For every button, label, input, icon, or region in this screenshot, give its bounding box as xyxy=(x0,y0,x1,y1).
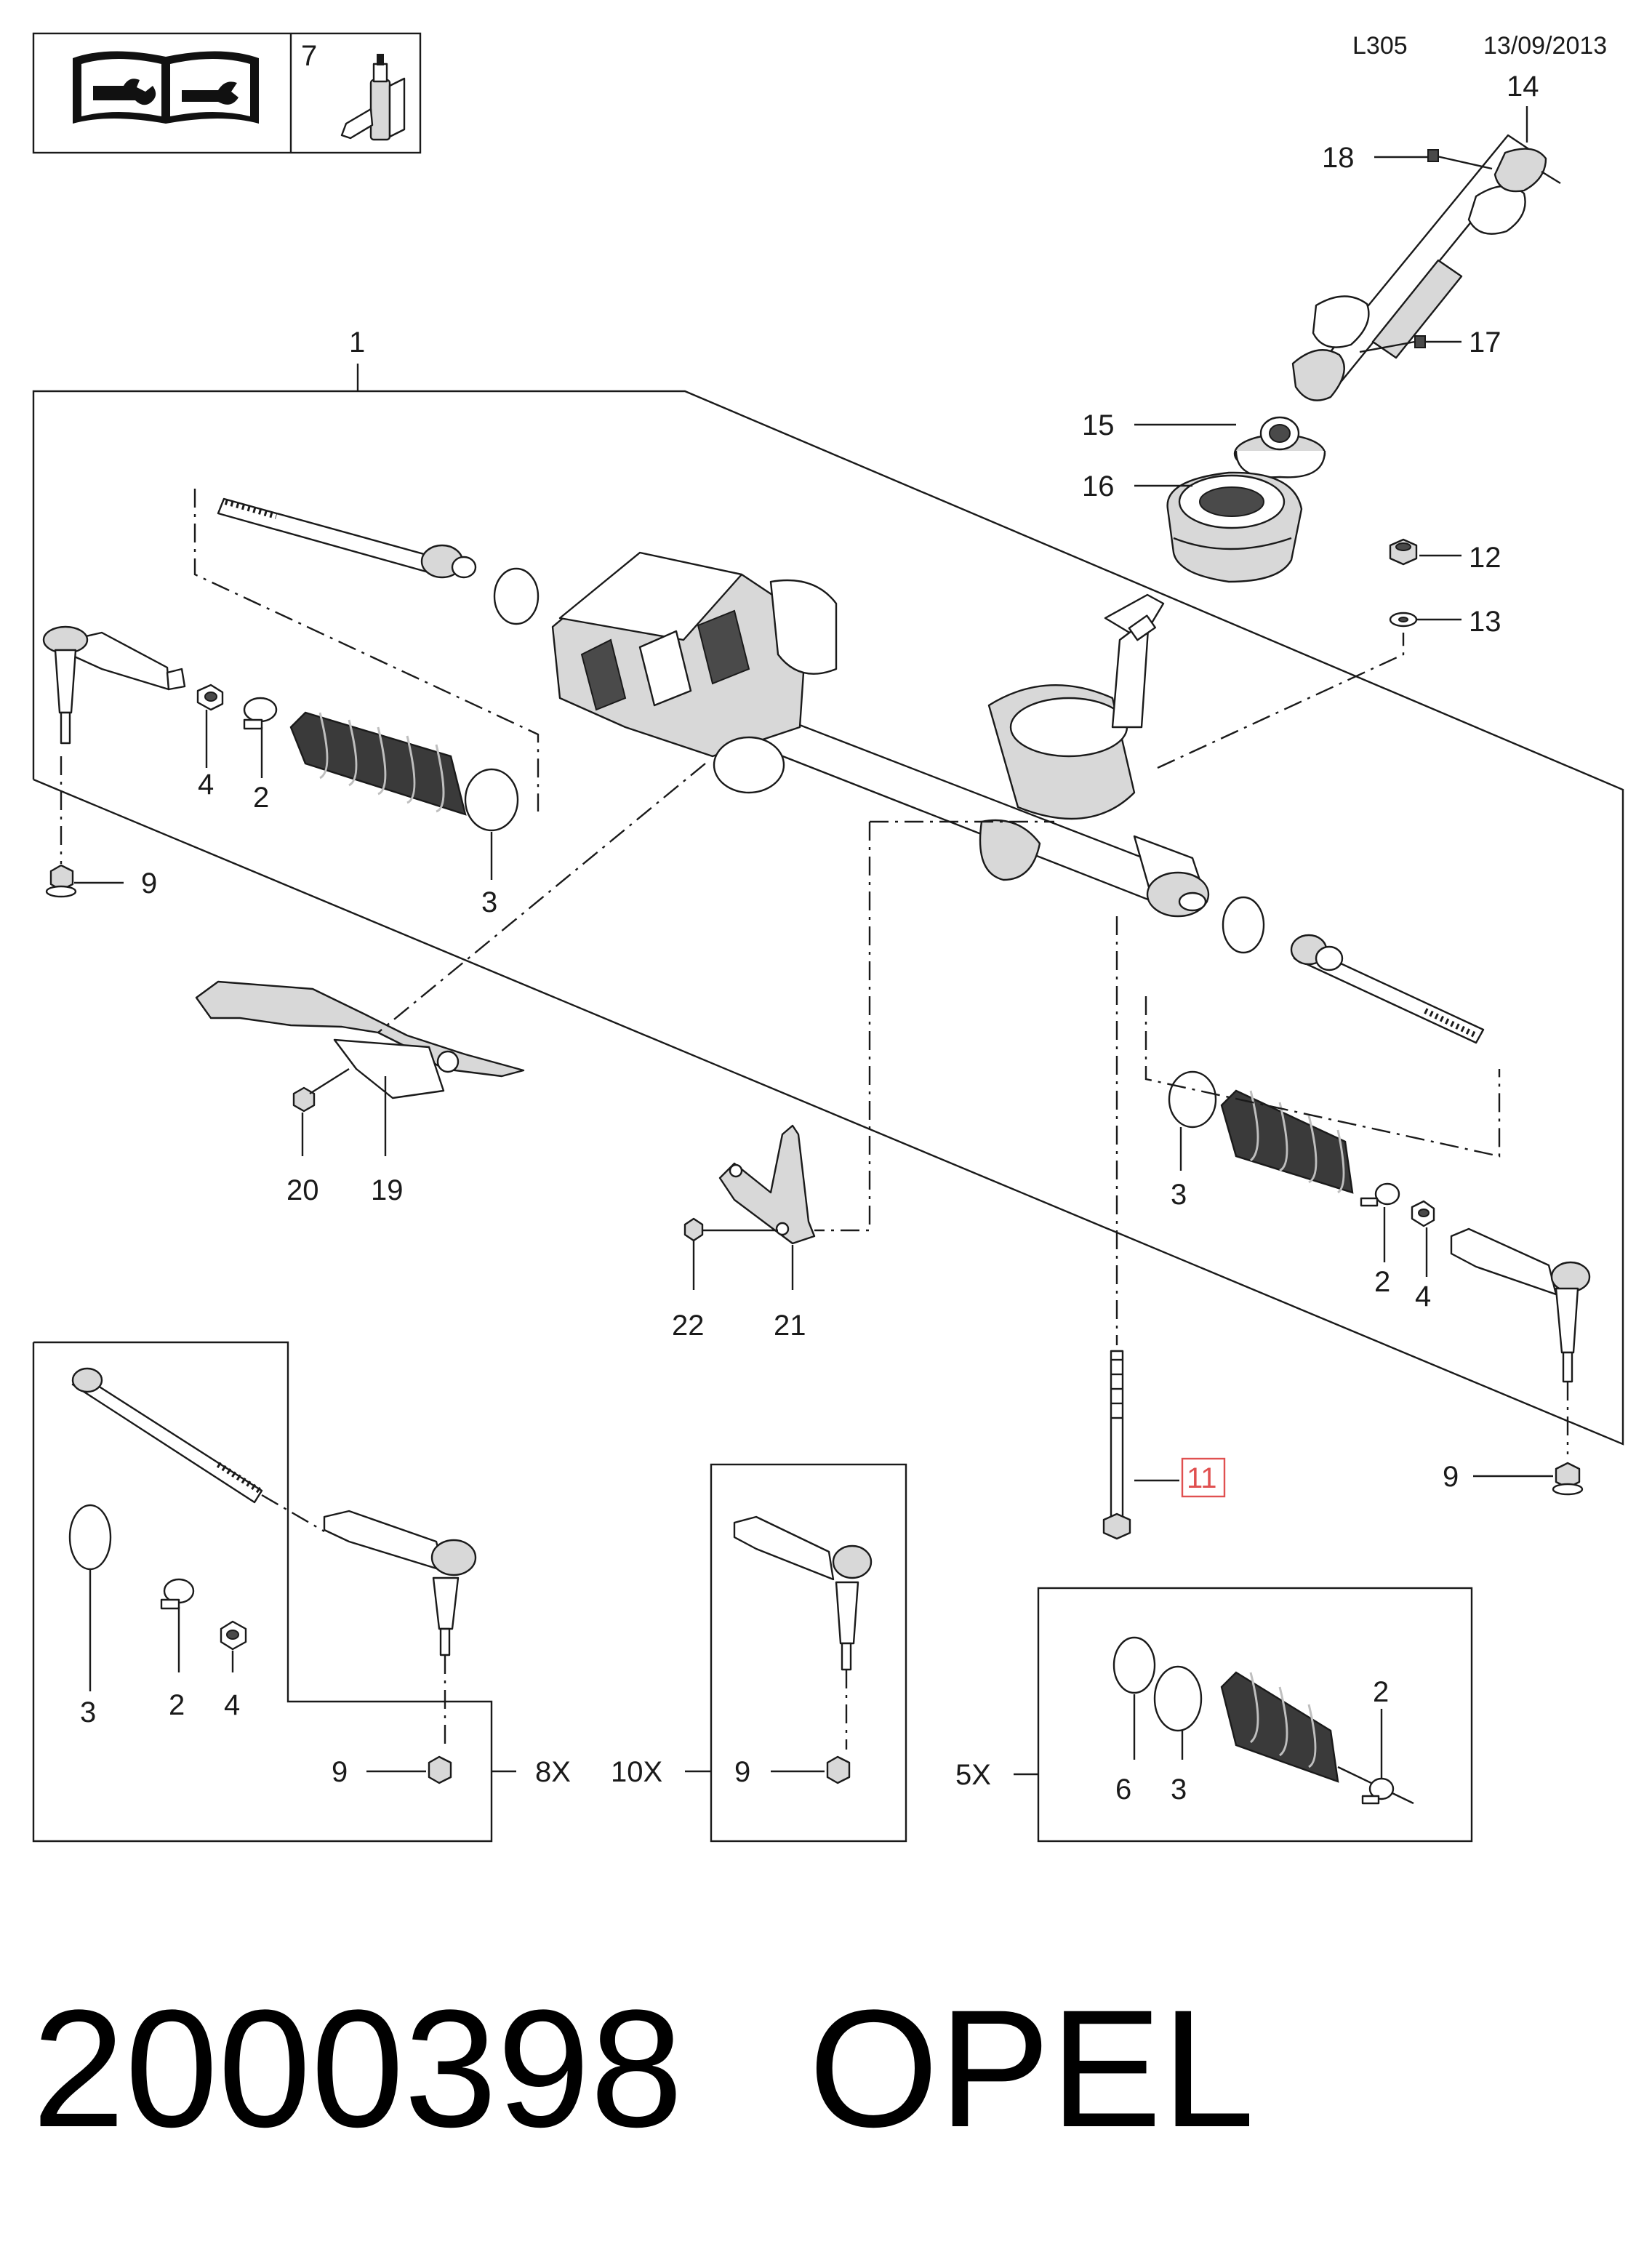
callout-3-kit5: 3 xyxy=(1171,1774,1187,1806)
right-inner-tie-rod xyxy=(1290,934,1485,1044)
heat-shield-19 xyxy=(195,980,525,1099)
bolt-22 xyxy=(683,1217,778,1242)
right-outer-tie-rod-end xyxy=(1450,1227,1591,1383)
callout-1: 1 xyxy=(349,326,365,358)
part-number: 2000398 xyxy=(32,1975,683,2162)
callout-2-right: 2 xyxy=(1374,1266,1390,1298)
boot-3-left xyxy=(289,711,519,832)
leader-lines xyxy=(74,106,1553,1482)
callout-9-right: 9 xyxy=(1443,1461,1459,1493)
bolt-20 xyxy=(292,1067,350,1113)
kit-box-10x xyxy=(685,1463,907,1843)
boot-3-right xyxy=(1168,1070,1354,1194)
clamp-2-right xyxy=(1360,1182,1400,1207)
clamp-2-left xyxy=(243,697,278,730)
repair-manual-icon xyxy=(73,51,259,124)
diagram-code: L305 xyxy=(1352,32,1408,60)
callout-2-left: 2 xyxy=(253,782,269,814)
nut-12 xyxy=(1389,538,1418,566)
callout-16: 16 xyxy=(1082,470,1115,502)
kit-quantity-8x: 8X xyxy=(535,1756,571,1788)
callout-2-kit5: 2 xyxy=(1373,1676,1389,1708)
callout-9-kit8: 9 xyxy=(332,1756,348,1788)
kit-box-8x xyxy=(32,1341,516,1843)
callout-4-left: 4 xyxy=(198,769,214,801)
callout-21: 21 xyxy=(774,1310,806,1342)
callout-9-left: 9 xyxy=(141,867,157,899)
grease-tube-icon xyxy=(340,54,406,141)
callout-labels: 1 14 18 17 15 16 12 13 4 2 3 9 20 19 22 … xyxy=(80,71,1539,1806)
callout-2-kit8: 2 xyxy=(169,1689,185,1721)
bolt-11 xyxy=(1102,1350,1131,1540)
steering-gear-housing xyxy=(551,551,1210,918)
callout-20: 20 xyxy=(286,1174,319,1206)
callout-19: 19 xyxy=(371,1174,404,1206)
kit-quantity-10x: 10X xyxy=(611,1756,662,1788)
callout-4-right: 4 xyxy=(1415,1281,1431,1313)
diagram-date: 13/09/2013 xyxy=(1483,32,1607,60)
nut-4-left xyxy=(196,684,224,711)
intermediate-shaft xyxy=(1291,134,1561,401)
callout-12: 12 xyxy=(1469,542,1501,574)
callout-3-left: 3 xyxy=(481,886,497,918)
callout-11: 11 xyxy=(1187,1462,1217,1494)
callout-11-highlight xyxy=(1181,1457,1226,1498)
callout-13: 13 xyxy=(1469,606,1501,638)
callout-18: 18 xyxy=(1322,142,1355,174)
nut-4-right xyxy=(1411,1200,1435,1227)
bolt-17 xyxy=(1359,335,1426,353)
brand-name: OPEL xyxy=(809,1975,1255,2162)
left-inner-tie-rod xyxy=(217,497,477,579)
seal-15 xyxy=(1233,416,1326,478)
o-ring-right xyxy=(1222,896,1265,954)
callout-22: 22 xyxy=(672,1310,705,1342)
callout-14: 14 xyxy=(1507,71,1539,103)
callout-3-right: 3 xyxy=(1171,1179,1187,1211)
callout-3-kit8: 3 xyxy=(80,1696,96,1728)
kit-box-5x xyxy=(1014,1587,1473,1843)
tool-item-number: 7 xyxy=(301,40,317,72)
tool-legend-box: 7 xyxy=(32,32,422,154)
callout-6: 6 xyxy=(1115,1774,1131,1806)
o-ring-left xyxy=(493,567,540,625)
callout-17: 17 xyxy=(1469,326,1501,358)
callout-15: 15 xyxy=(1082,409,1115,441)
bracket-21 xyxy=(718,1124,816,1245)
washer-13 xyxy=(1389,612,1418,628)
callout-4-kit8: 4 xyxy=(224,1689,240,1721)
callout-9-kit10: 9 xyxy=(734,1756,750,1788)
kit-quantity-5x: 5X xyxy=(955,1759,991,1791)
left-outer-tie-rod-end xyxy=(42,625,186,745)
nut-9-left xyxy=(45,864,77,898)
nut-9-right xyxy=(1552,1462,1584,1496)
bolt-18 xyxy=(1427,149,1493,170)
phantom-lines xyxy=(60,489,1569,1454)
boot-16 xyxy=(1166,471,1303,583)
assembly-frame xyxy=(32,364,1624,1446)
